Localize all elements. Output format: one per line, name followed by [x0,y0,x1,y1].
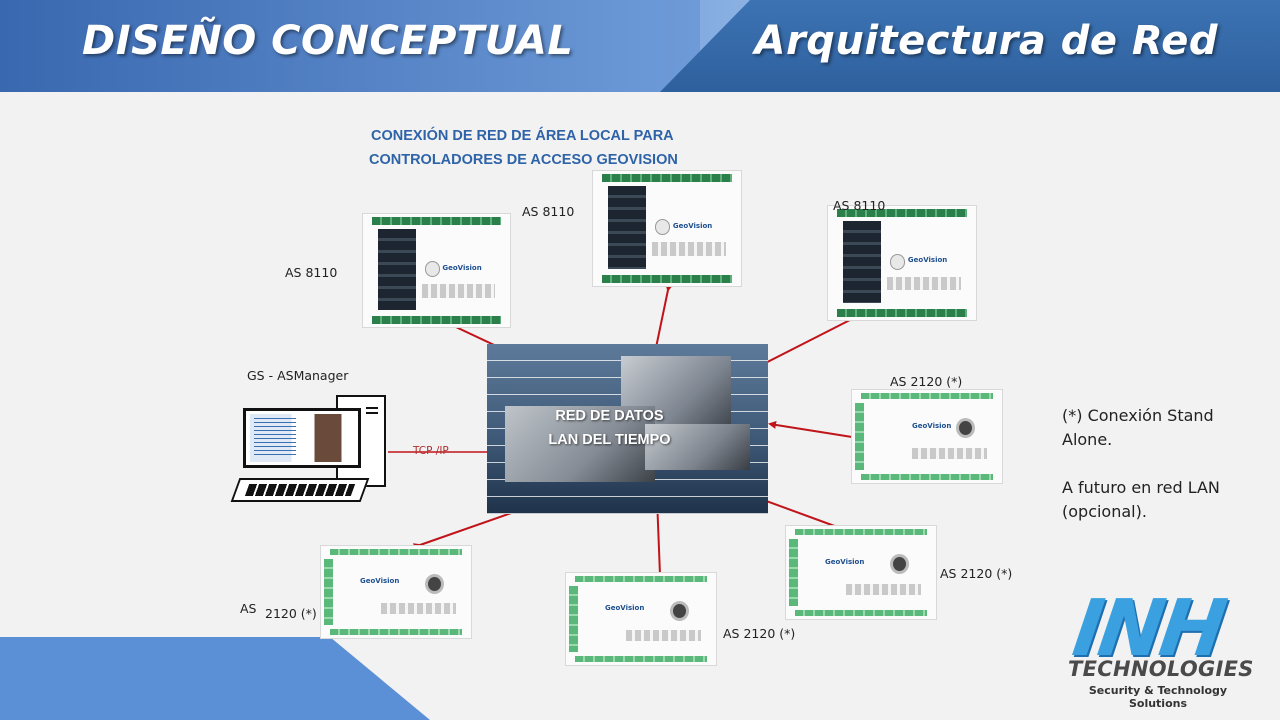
controller-as8110-left: GeoVision [362,213,511,328]
computer-monitor-icon [243,408,361,468]
network-label-line1: RED DE DATOS [555,408,664,424]
link-as2120-right-top [768,420,859,442]
controller-as8110-right: GeoVision [827,205,977,321]
note-line1: (*) Conexión Stand Alone. [1062,406,1214,449]
label-as2120-right-top: AS 2120 (*) [890,374,963,389]
label-tcp-ip: TCP /IP [413,445,449,457]
controller-as2120-center-bottom: GeoVision [565,572,717,666]
note-line2: A futuro en red LAN (opcional). [1062,478,1220,521]
header-banner: DISEÑO CONCEPTUAL Arquitectura de Red [0,0,1280,92]
inh-logo-mark: INH [1067,584,1228,674]
lan-network-cloud: RED DE DATOS LAN DEL TIEMPO [487,344,768,514]
label-gs-asmanager: GS - ASManager [247,368,349,383]
label-as2120-right-bottom: AS 2120 (*) [940,566,1013,581]
label-as8110-left: AS 8110 [285,265,338,280]
controller-as2120-left-bottom: GeoVision [320,545,472,639]
diagram-heading-line2: CONTROLADORES DE ACCESO GEOVISION [369,152,678,168]
controller-as2120-right-top: GeoVision [851,389,1003,484]
slide-title: DISEÑO CONCEPTUAL [82,18,574,64]
inh-logo-tagline: Security & Technology Solutions [1088,684,1228,710]
header-right-band [660,0,1280,92]
label-as2120-center-bottom: AS 2120 (*) [723,626,796,641]
network-label-line2: LAN DEL TIEMPO [548,432,671,448]
controller-as8110-center: GeoVision [592,170,742,287]
header-left-band [0,0,700,92]
label-as8110-right: AS 8110 [833,198,886,213]
stand-alone-note: (*) Conexión Stand Alone. A futuro en re… [1062,404,1232,524]
label-as8110-center: AS 8110 [522,204,575,219]
slide-section-title: Arquitectura de Red [754,18,1218,64]
label-as2120-left-bottom-suffix: 2120 (*) [265,606,317,621]
diagram-heading-line1: CONEXIÓN DE RED DE ÁREA LOCAL PARA [371,128,674,144]
controller-as2120-right-bottom: GeoVision [785,525,937,620]
inh-logo-name: TECHNOLOGIES [1068,657,1254,681]
label-as2120-left-bottom-prefix: AS [240,601,257,616]
keyboard-icon [230,478,370,502]
